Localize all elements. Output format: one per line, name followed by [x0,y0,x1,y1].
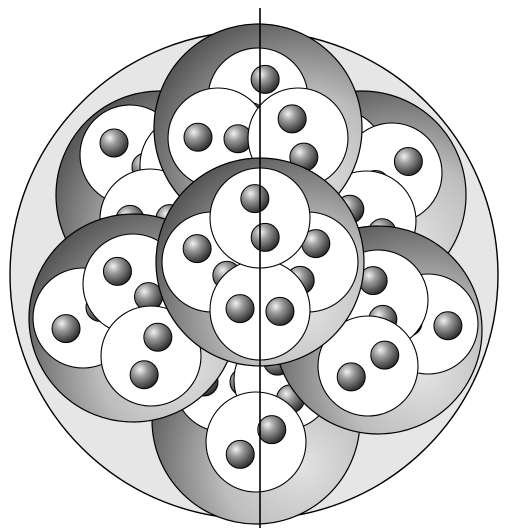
core-sphere [184,123,212,151]
core-sphere [371,341,399,369]
core-sphere [337,363,365,391]
core-sphere [251,223,279,251]
core-sphere [183,235,211,263]
core-sphere [251,65,279,93]
core-sphere [434,312,462,340]
core-sphere [52,315,80,343]
core-sphere [278,105,306,133]
small-disc [206,392,306,492]
core-sphere [241,185,269,213]
core-sphere [266,297,294,325]
core-sphere [226,295,254,323]
core-sphere [100,129,128,157]
core-sphere [394,148,422,176]
core-sphere [144,323,172,351]
core-sphere [258,416,286,444]
core-sphere [226,440,254,468]
core-sphere [103,257,131,285]
core-sphere [130,361,158,389]
